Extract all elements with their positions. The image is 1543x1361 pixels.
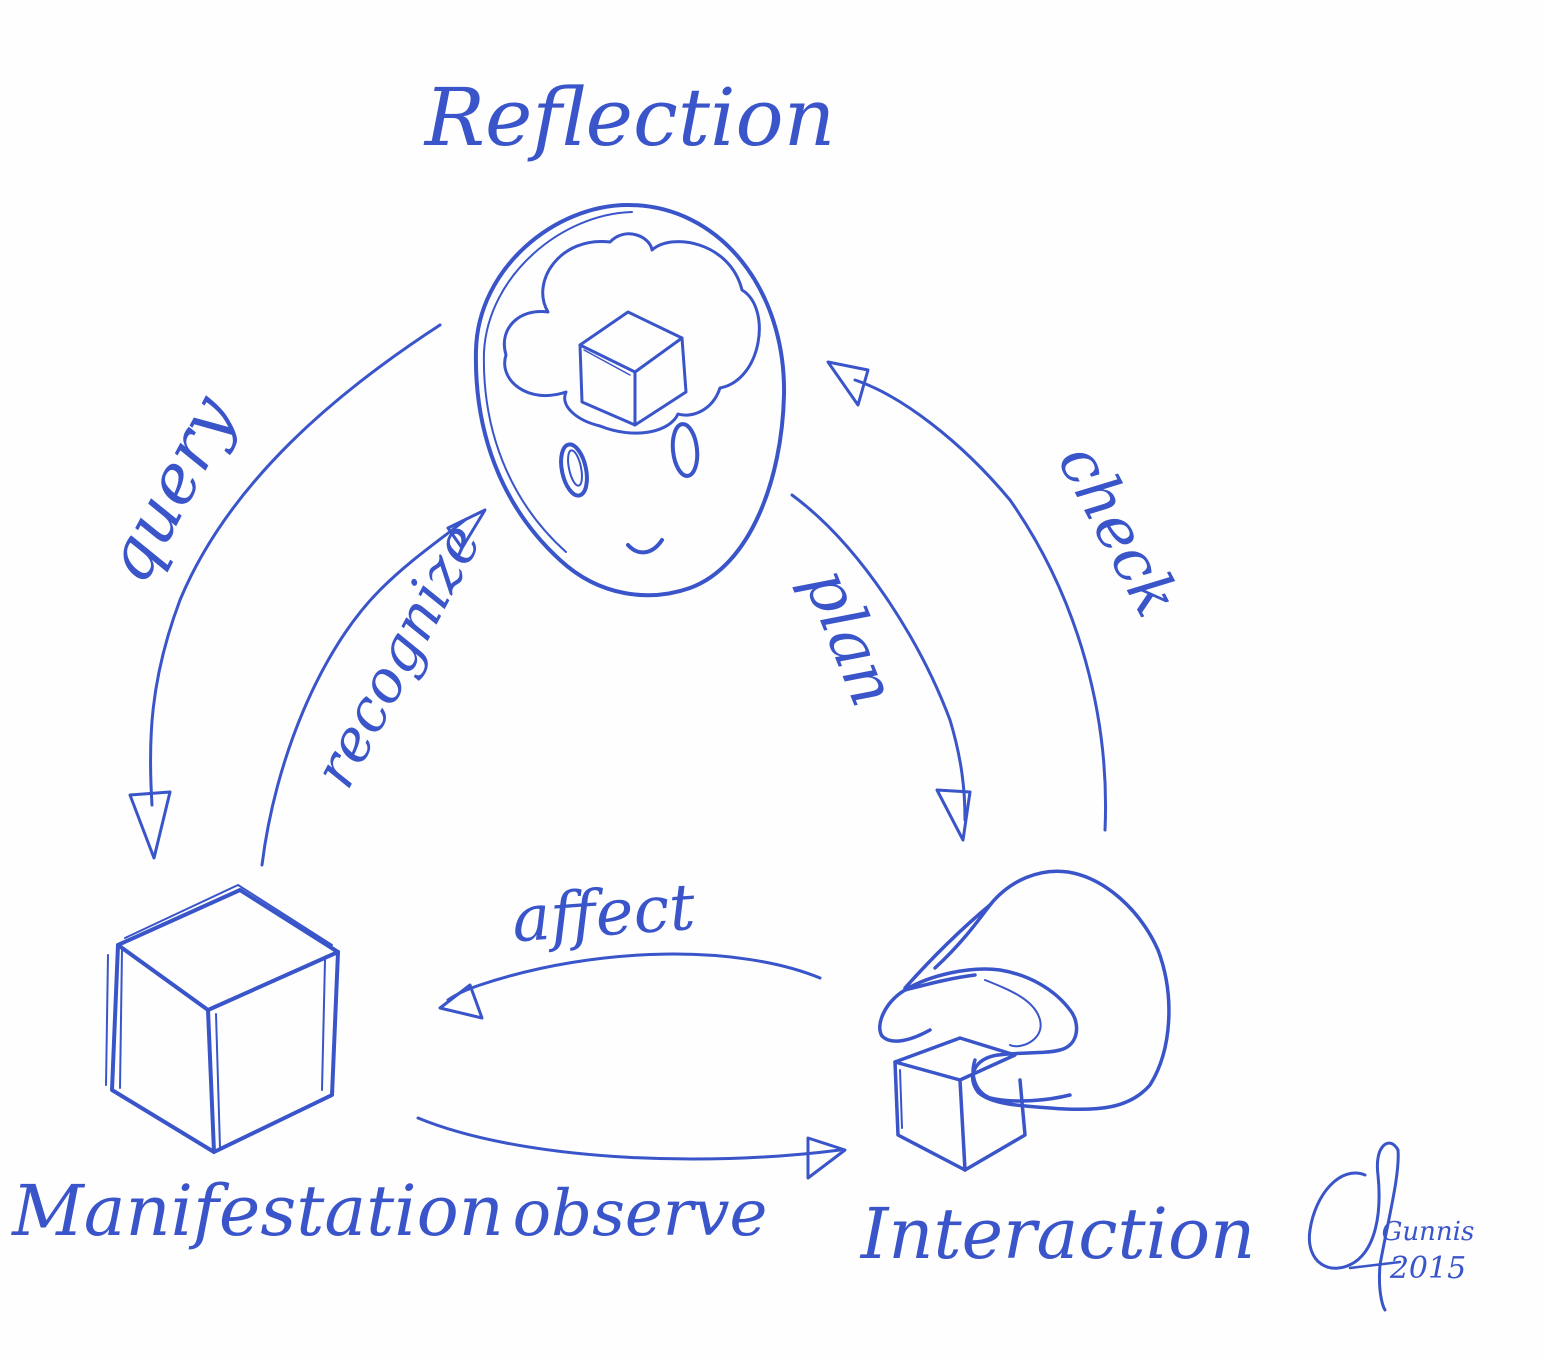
smile — [626, 538, 664, 555]
recognize-arrowhead — [446, 508, 487, 550]
plan-arrow — [790, 493, 972, 842]
query-label: query — [89, 382, 253, 596]
query-arrowhead — [128, 790, 172, 860]
interaction-hand-icon — [878, 869, 1171, 1172]
hand-outline — [878, 869, 1171, 1112]
recognize-arrow — [260, 508, 487, 867]
check-arrow — [826, 360, 1107, 832]
right-eye — [670, 422, 700, 478]
head-outline — [473, 203, 787, 598]
thought-cube-icon — [578, 310, 688, 427]
observe-arrow — [416, 1116, 847, 1180]
affect-arrowhead — [438, 983, 484, 1020]
plan-arrowhead — [935, 788, 972, 842]
manifestation-label: Manifestation — [10, 1170, 504, 1252]
reflection-head-icon — [473, 203, 787, 598]
thought-cloud — [502, 232, 761, 435]
affect-label: affect — [510, 871, 698, 958]
head-outline-sketch — [482, 211, 633, 553]
reflection-label: Reflection — [423, 71, 836, 164]
manifestation-cube-icon — [105, 884, 340, 1154]
plan-label: plan — [789, 558, 910, 716]
check-label: check — [1044, 432, 1195, 628]
interaction-label: Interaction — [859, 1193, 1255, 1275]
left-eye-inner — [567, 449, 583, 487]
query-arrow — [128, 323, 442, 860]
left-eye — [559, 442, 589, 498]
signature-year: 2015 — [1389, 1251, 1466, 1286]
index-finger — [903, 903, 992, 992]
observe-label: observe — [513, 1177, 768, 1251]
signature: Gunnis 2015 — [1307, 1141, 1475, 1312]
affect-arrow — [438, 952, 822, 1020]
observe-arrowhead — [806, 1136, 847, 1180]
check-arrowhead — [826, 360, 870, 407]
signature-scribble — [1307, 1141, 1400, 1312]
thumb — [971, 1058, 1072, 1103]
signature-name: Gunnis — [1382, 1217, 1475, 1247]
